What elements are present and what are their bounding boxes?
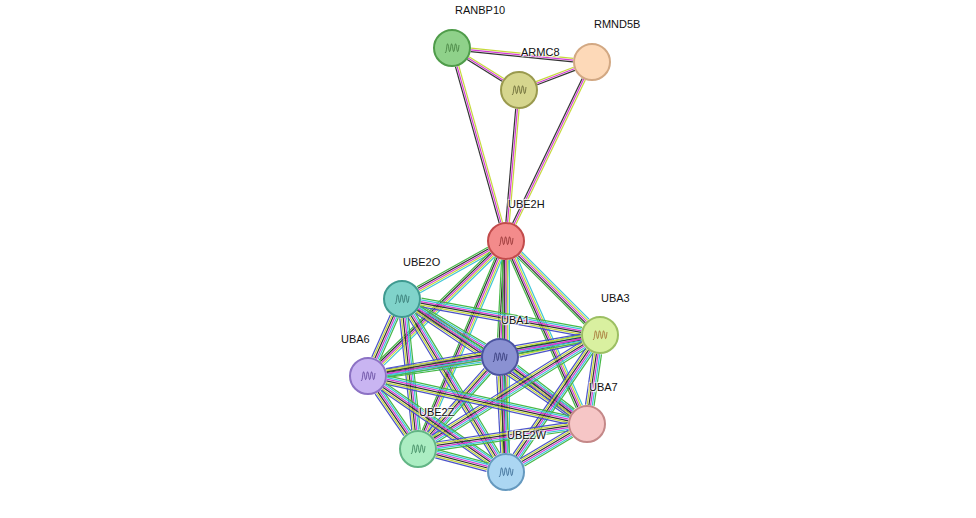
evidence-line	[587, 353, 595, 404]
interaction-edge	[536, 67, 575, 85]
interaction-edge	[467, 57, 504, 82]
structure-icon	[496, 462, 516, 482]
protein-node: UBE2H	[487, 222, 525, 260]
structure-icon	[490, 347, 510, 367]
node-label: UBA3	[601, 292, 630, 305]
node-label: UBA6	[341, 333, 370, 346]
evidence-line	[589, 354, 597, 405]
evidence-line	[436, 455, 487, 468]
interaction-edge	[456, 66, 503, 223]
node-label: UBE2H	[508, 198, 545, 211]
evidence-line	[386, 381, 568, 421]
protein-node: UBE2Z	[399, 430, 437, 468]
protein-node: UBA7	[568, 405, 606, 443]
evidence-line	[421, 303, 582, 332]
evidence-line	[536, 67, 574, 81]
interaction-edge	[372, 315, 398, 361]
interaction-edge	[386, 376, 570, 424]
evidence-line	[377, 317, 396, 359]
structure-icon	[590, 325, 610, 345]
evidence-line	[537, 70, 575, 84]
evidence-line	[498, 260, 502, 338]
node-label: UBE2Z	[419, 406, 454, 419]
evidence-line	[372, 315, 391, 357]
evidence-line	[518, 256, 585, 323]
evidence-line	[420, 307, 581, 336]
evidence-line	[380, 318, 399, 360]
protein-node: RMND5B	[573, 43, 611, 81]
evidence-line	[469, 57, 504, 79]
evidence-line	[373, 315, 392, 357]
evidence-line	[521, 253, 588, 320]
evidence-line	[467, 60, 502, 82]
protein-node: UBA6	[349, 357, 387, 395]
interaction-edge	[386, 334, 582, 377]
evidence-line	[459, 66, 503, 222]
evidence-line	[519, 254, 586, 321]
node-label: UBA7	[589, 381, 618, 394]
evidence-line	[420, 305, 581, 334]
structure-icon	[496, 231, 516, 251]
evidence-line	[468, 58, 503, 80]
structure-icon	[392, 289, 412, 309]
evidence-line	[436, 423, 567, 442]
evidence-line	[435, 458, 486, 471]
evidence-line	[436, 424, 567, 443]
evidence-line	[436, 456, 487, 469]
node-label: RANBP10	[455, 4, 505, 17]
protein-node: UBE2W	[487, 453, 525, 491]
evidence-line	[456, 67, 500, 223]
evidence-line	[537, 69, 575, 83]
evidence-line	[437, 451, 488, 464]
node-label: RMND5B	[594, 18, 640, 31]
evidence-line	[457, 66, 501, 222]
structure-icon	[509, 80, 529, 100]
evidence-line	[378, 317, 397, 359]
protein-node: ARMC8	[500, 71, 538, 109]
interaction-edge	[517, 252, 589, 324]
structure-icon	[442, 38, 462, 58]
interaction-edge	[381, 383, 493, 464]
evidence-line	[375, 316, 394, 358]
interaction-edge	[435, 450, 488, 472]
evidence-line	[432, 342, 582, 436]
protein-node: UBE2O	[383, 280, 421, 318]
structure-icon	[358, 366, 378, 386]
protein-node: UBA3	[581, 316, 619, 354]
protein-node: UBA1	[481, 338, 519, 376]
structure-icon	[408, 439, 428, 459]
node-label: UBA1	[501, 314, 530, 327]
evidence-line	[517, 257, 584, 324]
node-label: UBE2W	[507, 429, 546, 442]
interaction-edge	[417, 247, 491, 292]
evidence-line	[586, 353, 594, 404]
protein-node: RANBP10	[433, 29, 471, 67]
node-label: UBE2O	[403, 256, 440, 269]
node-label: ARMC8	[521, 46, 560, 59]
